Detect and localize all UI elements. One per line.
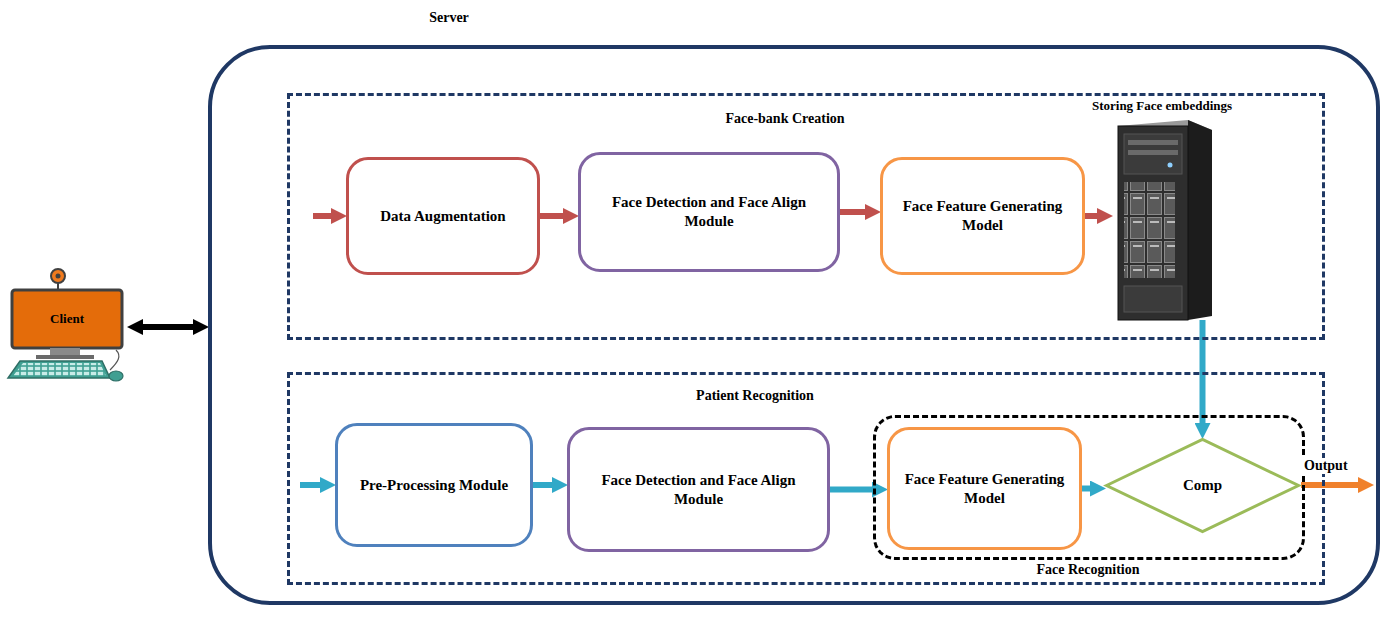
flow-arrow: [533, 482, 552, 488]
process-box: Face Feature Generating Model: [887, 427, 1082, 550]
box-label: Face Feature Generating Model: [891, 197, 1074, 235]
node-heading: Storing Face embeddings: [1056, 98, 1268, 114]
face-recognition-group: Face RecognitionFace Feature Generating …: [873, 415, 1305, 560]
node-heading: Server: [399, 9, 499, 27]
flow-arrow: [840, 209, 865, 215]
server-tower: [1118, 120, 1212, 320]
input-arrow: [313, 213, 331, 219]
client-computer: [8, 269, 123, 381]
input-arrow: [300, 482, 320, 488]
box-label: Face Detection and Face Align Module: [589, 193, 829, 231]
process-box: Face Detection and Face Align Module: [567, 427, 830, 552]
server-region: ServerFace-bank CreationData Augmentatio…: [208, 45, 1380, 605]
flow-arrow: [540, 213, 563, 219]
decision-diamond: Comp: [1105, 438, 1300, 533]
node-heading: Face Recognition: [988, 561, 1188, 579]
flow-arrow: [830, 487, 872, 493]
node-heading: Face-bank Creation: [680, 110, 890, 128]
output-arrow: [1301, 482, 1358, 488]
box-label: Data Augmentation: [380, 207, 505, 226]
box-label: Face Detection and Face Align Module: [578, 471, 819, 509]
process-box: Face Detection and Face Align Module: [578, 152, 840, 272]
node-heading: Patient Recognition: [650, 387, 860, 405]
flow-arrow: [1085, 213, 1097, 219]
storage-server: Storing Face embeddings: [1112, 120, 1212, 320]
flow-arrow: [1082, 486, 1090, 492]
face-bank-group: Face-bank CreationData Augmentation Face …: [287, 93, 1325, 340]
output-label: Output: [1302, 458, 1350, 474]
patient-recognition-group: Patient RecognitionPre-Processing Module…: [287, 372, 1325, 585]
box-label: Pre-Processing Module: [360, 476, 508, 495]
flow-arrow: [143, 324, 193, 330]
node-heading: Client: [12, 290, 122, 348]
process-box: Pre-Processing Module: [335, 423, 533, 547]
box-label: Face Feature Generating Model: [898, 470, 1071, 508]
process-box: Data Augmentation: [346, 157, 540, 275]
box-label: Comp: [1105, 438, 1300, 533]
process-box: Face Feature Generating Model: [880, 157, 1085, 275]
client-node: Client: [6, 266, 128, 388]
